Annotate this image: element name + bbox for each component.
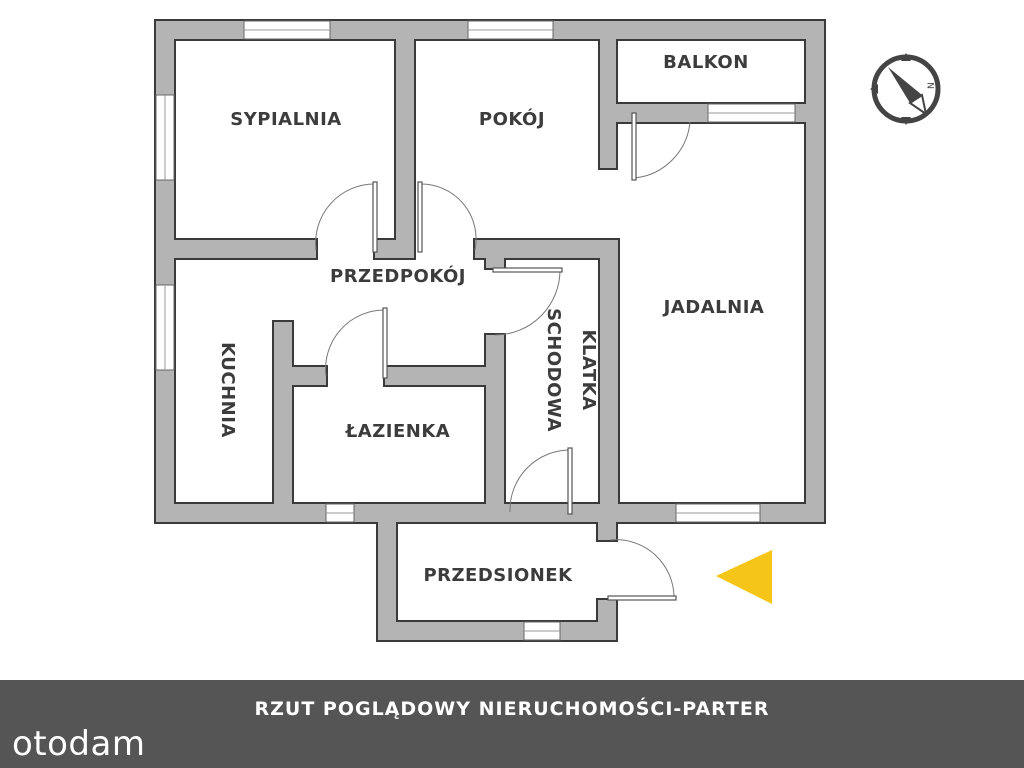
wall (396, 39, 414, 258)
wall (375, 240, 414, 258)
door (417, 181, 477, 253)
room-label-balkon: BALKON (663, 52, 749, 73)
footer-caption: RZUT POGLĄDOWY NIERUCHOMOŚCI-PARTER (254, 698, 770, 720)
room-label-pokoj: POKÓJ (479, 108, 545, 130)
door (607, 539, 677, 601)
room-label-przedsionek: PRZEDSIONEK (423, 565, 573, 586)
windows (155, 20, 796, 641)
wall (486, 335, 504, 504)
floor-plan: SYPIALNIA POKÓJ BALKON PRZEDPOKÓJ JADALN… (154, 19, 941, 642)
wall (378, 504, 396, 640)
wall (600, 240, 618, 504)
compass-letter: N (927, 82, 937, 89)
wall (378, 622, 616, 640)
door (492, 267, 563, 336)
wall (274, 322, 292, 504)
compass-north-icon: N (870, 53, 941, 125)
wall (600, 21, 616, 168)
door (325, 307, 388, 379)
door (631, 112, 691, 181)
room-label-schodowa: SCHODOWA (543, 308, 564, 432)
wall (806, 21, 824, 522)
wall (486, 240, 504, 268)
entrance-marker-icon (716, 550, 772, 604)
room-label-przedpokoj: PRZEDPOKÓJ (330, 265, 466, 287)
wall (292, 367, 326, 385)
footer-bar: RZUT POGLĄDOWY NIERUCHOMOŚCI-PARTER otod… (0, 680, 1024, 768)
room-label-jadalnia: JADALNIA (662, 297, 765, 318)
wall (598, 504, 616, 540)
room-label-sypialnia: SYPIALNIA (230, 109, 341, 130)
doors (315, 112, 691, 601)
wall (475, 240, 618, 258)
room-label-kuchnia: KUCHNIA (217, 342, 238, 438)
room-label-klatka: KLATKA (578, 329, 599, 410)
door (509, 447, 573, 515)
door (315, 181, 378, 253)
wall (156, 504, 824, 522)
otodam-logo: otodam (12, 724, 146, 764)
room-label-lazienka: ŁAZIENKA (345, 421, 450, 442)
wall (598, 600, 616, 640)
wall (385, 367, 504, 385)
wall (174, 240, 316, 258)
